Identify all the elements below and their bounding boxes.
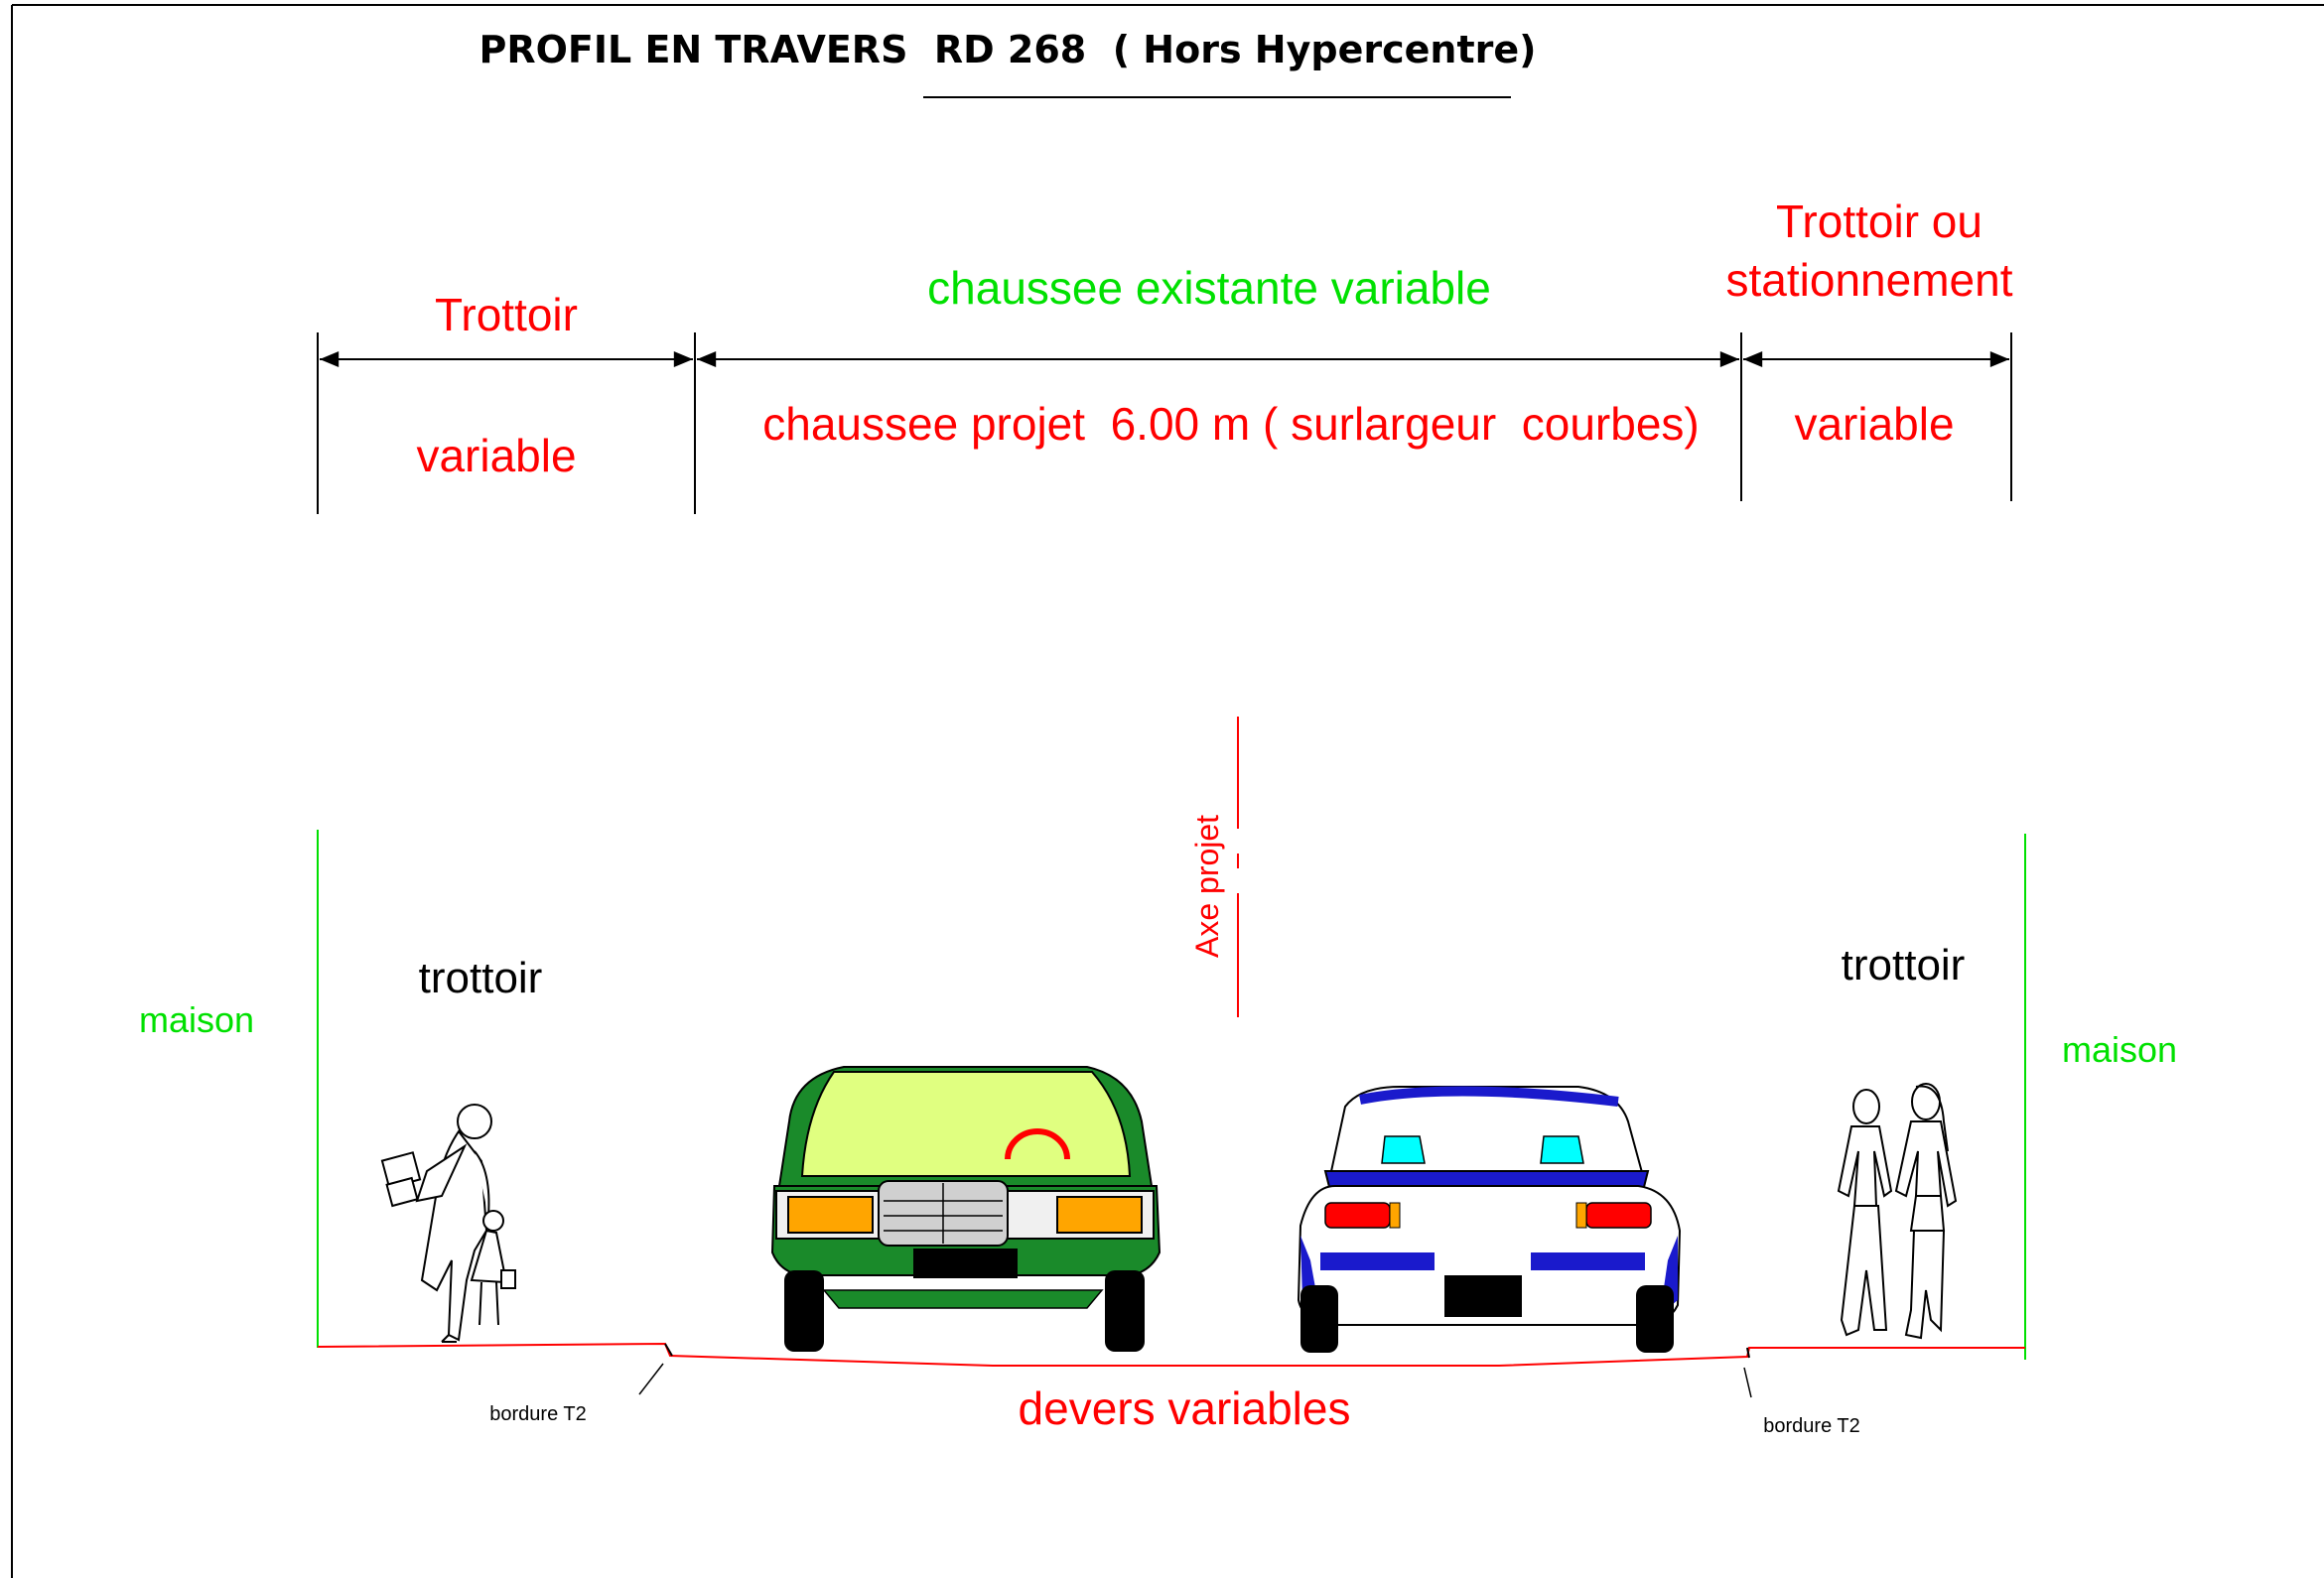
two-women-walking-icon [1837,1083,1958,1340]
project-axis: Axe projet [1189,717,1239,1017]
road-profile-line [317,1342,2025,1367]
left-curb-label: bordure T2 [489,1403,586,1425]
right-house-label: maison [2062,1029,2177,1070]
right-dimension-label-line1: Trottoir ou [1776,196,1982,247]
right-sidewalk-label: trottoir [1842,941,1966,989]
axis-label: Axe projet [1189,815,1225,958]
right-dimension-value: variable [1794,398,1954,450]
existing-carriageway-label: chaussee existante variable [927,262,1491,314]
right-dimension-label-line2: stationnement [1726,254,2013,306]
left-dimension-value: variable [416,430,576,481]
left-curb-step [664,1343,673,1357]
left-house-label: maison [139,999,254,1040]
drawing-title: PROFIL EN TRAVERS RD 268 ( Hors Hypercen… [478,28,1536,71]
green-car-front-icon [770,1066,1162,1352]
pedestrian-mother-child-icon [380,1104,516,1343]
left-sidewalk-label: trottoir [419,954,543,1002]
left-curb-leader [638,1363,664,1395]
right-curb-label: bordure T2 [1763,1415,1859,1437]
right-curb-leader [1743,1367,1752,1398]
crossfall-label: devers variables [1019,1382,1351,1434]
right-curb-step [1746,1347,1750,1359]
project-carriageway-label: chaussee projet 6.00 m ( surlargeur cour… [762,398,1699,450]
blue-car-rear-icon [1297,1086,1682,1353]
left-dimension-label: Trottoir [435,289,578,340]
